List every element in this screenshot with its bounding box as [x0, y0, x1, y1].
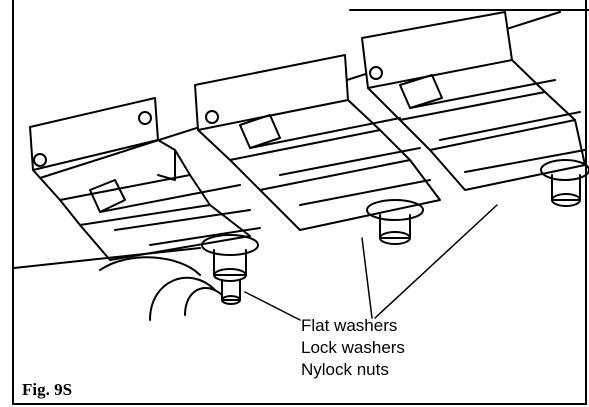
figure-frame	[12, 0, 587, 405]
callout-lock-washers: Lock washers	[301, 338, 405, 357]
callout-nylock-nuts: Nylock nuts	[301, 360, 389, 379]
mounting-block-3	[361, 11, 586, 191]
figure-caption: Fig. 9S	[22, 380, 73, 399]
callout-flat-washers: Flat washers	[301, 316, 398, 335]
mounting-block-1	[29, 97, 261, 261]
nut-stack-right	[540, 159, 589, 207]
callout-labels: Flat washers Lock washers Nylock nuts	[301, 315, 405, 381]
nut-stack-left	[201, 234, 259, 305]
mounting-block-2	[194, 54, 441, 231]
nut-stack-middle	[366, 199, 424, 245]
